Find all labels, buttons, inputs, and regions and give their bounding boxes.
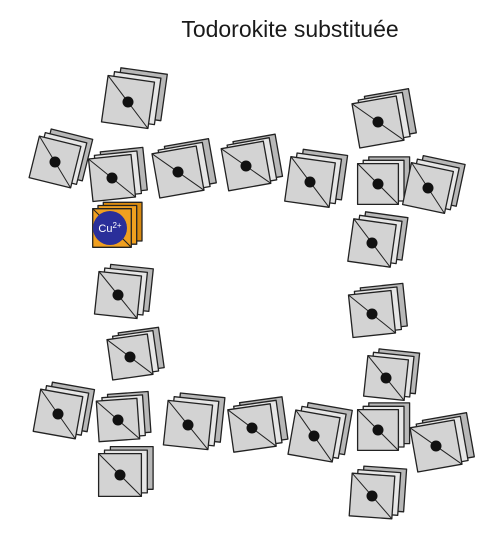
mn-octahedron [163, 393, 225, 450]
mn-cation-dot [367, 309, 378, 320]
mn-cation-dot [107, 173, 118, 184]
mn-cation-dot [367, 238, 378, 249]
mn-octahedron [88, 147, 147, 201]
mn-cation-dot [373, 425, 384, 436]
mn-octahedron [358, 157, 410, 205]
mn-octahedron [95, 264, 154, 318]
mn-octahedron [349, 466, 406, 519]
mn-cation-dot [241, 161, 252, 172]
mn-cation-dot [113, 290, 124, 301]
mn-cation-dot [123, 97, 134, 108]
mn-octahedron [99, 447, 154, 497]
mn-octahedron [403, 156, 466, 214]
mn-cation-dot [247, 423, 258, 434]
figure-title: Todorokite substituée [181, 16, 398, 42]
mn-octahedron [33, 382, 94, 439]
cu-ion-charge: 2+ [112, 221, 121, 230]
mn-cation-dot [173, 167, 184, 178]
mn-cation-dot [115, 470, 126, 481]
mn-octahedron [288, 403, 352, 462]
mn-cation-dot [305, 177, 316, 188]
mn-octahedron [352, 89, 416, 148]
mn-octahedron [348, 283, 407, 337]
ion-layer: Cu2+ [93, 211, 127, 245]
mn-cation-dot [125, 352, 136, 363]
mn-octahedron [152, 139, 216, 198]
mn-octahedron [107, 327, 164, 380]
mn-octahedron [228, 397, 288, 452]
mn-cation-dot [367, 491, 378, 502]
mn-cation-dot [309, 431, 320, 442]
mn-octahedron [285, 149, 348, 207]
mn-octahedron [364, 349, 420, 401]
mn-cation-dot [113, 415, 124, 426]
mn-cation-dot [381, 373, 392, 384]
mn-cation-dot [50, 157, 61, 168]
mn-cation-dot [373, 117, 384, 128]
mn-octahedron [102, 68, 168, 129]
mn-octahedron [96, 392, 151, 442]
mn-cation-dot [431, 441, 442, 452]
mn-cation-dot [373, 179, 384, 190]
cu-ion-symbol: Cu [98, 223, 112, 235]
mn-cation-dot [423, 183, 434, 194]
mn-cation-dot [53, 409, 64, 420]
mn-octahedron [358, 403, 410, 451]
mn-octahedron [29, 129, 93, 188]
mn-octahedron [221, 134, 282, 191]
mn-octahedron [348, 212, 408, 267]
mn-octahedron [410, 413, 474, 472]
octahedra-layer [29, 68, 474, 519]
mn-cation-dot [183, 420, 194, 431]
